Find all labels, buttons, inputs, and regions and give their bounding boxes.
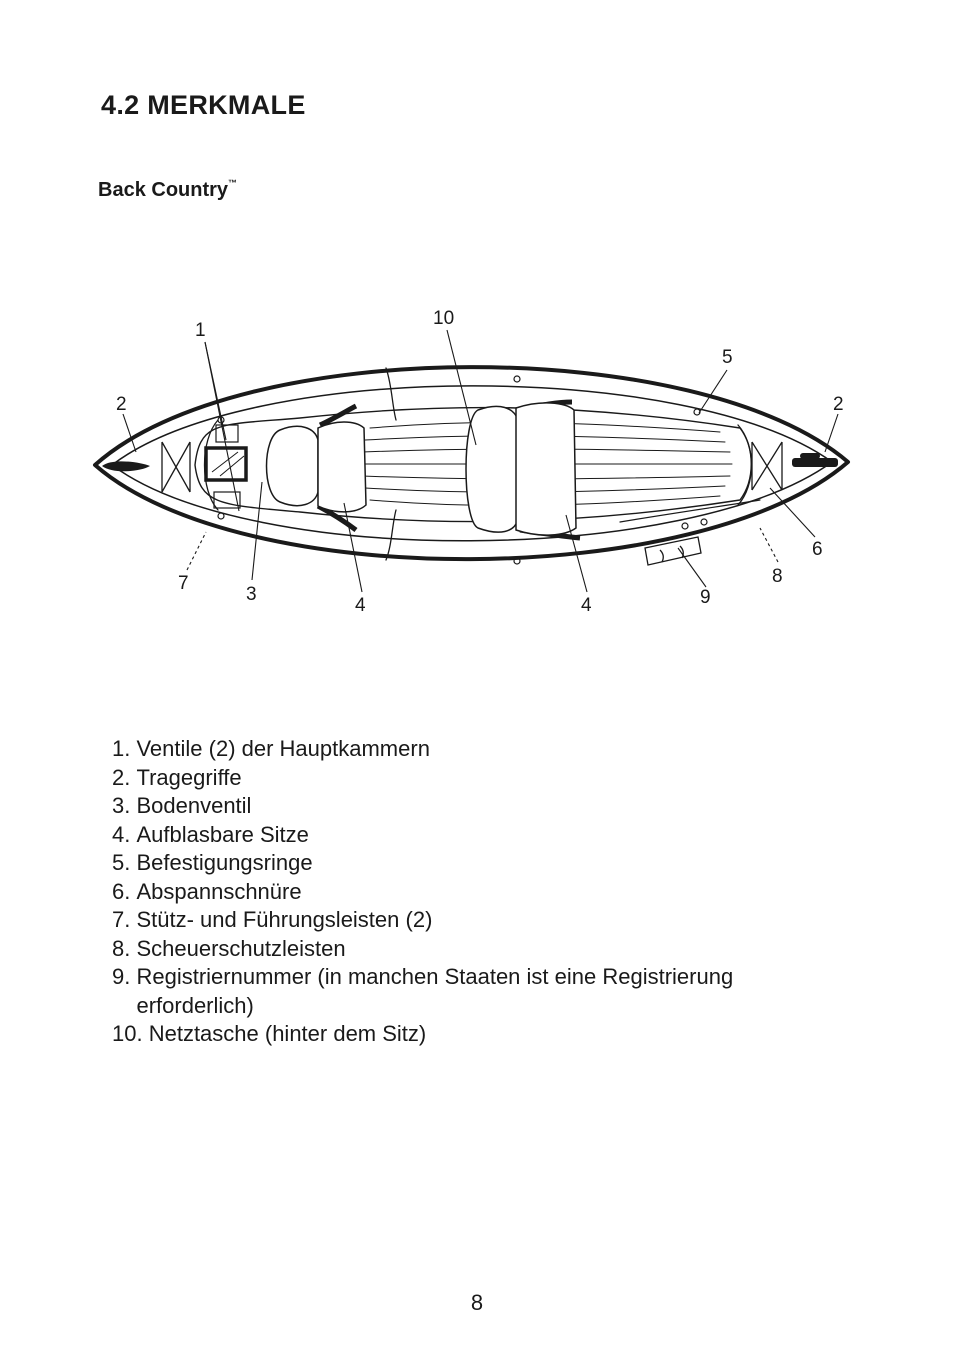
- feature-number: 4.: [112, 821, 137, 847]
- feature-item: 5. Befestigungsringe: [112, 849, 832, 878]
- feature-number: 10.: [112, 1021, 149, 1046]
- feature-number: 6.: [112, 878, 137, 904]
- page-number: 8: [470, 1290, 484, 1315]
- feature-text: Netztasche (hinter dem Sitz): [148, 1021, 427, 1046]
- section-title: 4.2 MERKMALE: [101, 90, 306, 120]
- feature-item: 10. Netztasche (hinter dem Sitz): [112, 1020, 832, 1049]
- kayak-diagram: 1 2 2 3 4 4 5 6 7 8 9 10: [93, 308, 850, 616]
- carry-handle-left: [102, 461, 150, 472]
- valves: [204, 416, 248, 520]
- feature-text: Bodenventil: [136, 793, 252, 818]
- feature-number: 9.: [112, 964, 137, 989]
- callout-3: 3: [246, 584, 257, 605]
- lacing-cords: [161, 441, 783, 493]
- registration-tag: [644, 536, 702, 566]
- feature-number: 2.: [112, 764, 137, 790]
- feature-text: Stütz- und Führungsleisten (2): [136, 907, 433, 932]
- feature-list: 1. Ventile (2) der Hauptkammern 2. Trage…: [112, 735, 832, 1049]
- feature-text: Aufblasbare Sitze: [136, 821, 309, 847]
- feature-text: Ventile (2) der Hauptkammern: [136, 736, 430, 761]
- feature-item: 4. Aufblasbare Sitze: [112, 821, 832, 850]
- feature-number: 1.: [112, 736, 137, 761]
- feature-number: 8.: [112, 935, 137, 961]
- feature-item: 1. Ventile (2) der Hauptkammern: [112, 735, 832, 764]
- callout-1: 1: [195, 320, 206, 341]
- callout-9: 9: [700, 587, 711, 608]
- leader-lines: [122, 329, 839, 593]
- feature-text: Tragegriffe: [136, 764, 242, 790]
- feature-text: Registriernummer (in manchen Staaten ist…: [136, 964, 734, 1018]
- feature-number: 3.: [112, 793, 137, 818]
- product-title: Back Country™: [98, 178, 237, 202]
- feature-item: 8. Scheuerschutzleisten: [112, 935, 832, 964]
- seats: [265, 402, 577, 536]
- callout-4-left: 4: [355, 595, 366, 616]
- callout-5: 5: [722, 347, 733, 368]
- feature-text: Befestigungsringe: [136, 850, 313, 875]
- feature-number: 5.: [112, 850, 137, 875]
- carry-handle-right: [792, 458, 838, 467]
- feature-item: 9. Registriernummer (in manchen Staaten …: [112, 963, 832, 1020]
- feature-item: 6. Abspannschnüre: [112, 878, 832, 907]
- callout-8: 8: [772, 566, 783, 587]
- product-name: Back Country: [98, 179, 229, 201]
- feature-text: Abspannschnüre: [136, 878, 302, 904]
- callout-7: 7: [178, 573, 189, 594]
- callout-2-right: 2: [833, 394, 844, 415]
- feature-item: 7. Stütz- und Führungsleisten (2): [112, 906, 832, 935]
- callout-4-right: 4: [581, 595, 592, 616]
- feature-item: 3. Bodenventil: [112, 792, 832, 821]
- trademark-mark: ™: [228, 178, 238, 188]
- feature-number: 7.: [112, 907, 137, 932]
- callout-2-left: 2: [116, 394, 127, 415]
- feature-item: 2. Tragegriffe: [112, 764, 832, 793]
- callout-6: 6: [812, 539, 823, 560]
- callout-10: 10: [433, 308, 454, 329]
- feature-text: Scheuerschutzleisten: [136, 935, 346, 961]
